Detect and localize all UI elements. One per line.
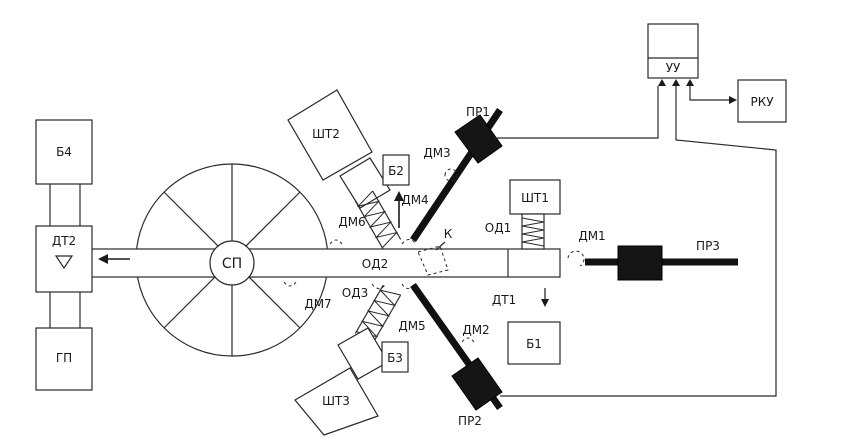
rotary-hub: [209, 240, 255, 286]
dm7-label: ДМ7: [304, 297, 331, 311]
b1-block: [507, 321, 561, 365]
gp-block: [35, 327, 93, 391]
dt2-block: [35, 225, 93, 293]
dm3-label: ДМ3: [423, 146, 450, 160]
dm4-sensor-icon: [401, 239, 417, 245]
b1-label: Б1: [526, 337, 542, 351]
pr3-label: ПР3: [696, 239, 720, 253]
rku-block: [737, 79, 787, 123]
sht3-label: ШТ3: [322, 394, 350, 408]
uu-label: УУ: [666, 61, 681, 75]
dm2-label: ДМ2: [462, 323, 489, 337]
output-arrow: [98, 254, 130, 264]
dt2-triangle-icon: [54, 255, 74, 270]
pr1-label: ПР1: [466, 105, 490, 119]
uu-pins: [658, 79, 694, 86]
dm3-sensor-icon: [444, 168, 458, 182]
dm2-sensor-icon: [461, 337, 475, 343]
main-channel: [89, 248, 561, 278]
sht3-assembly: [294, 284, 402, 436]
b2-label: Б2: [388, 164, 404, 178]
pr3-body: [617, 245, 663, 281]
pr2-label: ПР2: [458, 414, 482, 428]
uu-block: [647, 23, 699, 79]
dm1-label: ДМ1: [578, 229, 605, 243]
wire-pr2-pr3: [500, 86, 777, 397]
b2-arrow-icon: [394, 191, 404, 228]
b3-label: Б3: [387, 351, 403, 365]
wire-pr1: [494, 86, 659, 139]
dt1-arrow-icon: [541, 288, 549, 307]
dm1-sensor-icon: [567, 250, 585, 267]
sht1-spring: [521, 213, 545, 250]
gp-label: ГП: [56, 351, 72, 365]
sht1-block: [509, 179, 561, 215]
od1-label: ОД1: [485, 221, 511, 235]
b2-block: [382, 154, 410, 186]
b3-block: [381, 341, 409, 373]
k-gate-icon: [417, 245, 449, 276]
pr2-assembly: [410, 282, 503, 411]
od3-label: ОД3: [342, 286, 368, 300]
sht2-assembly: [287, 89, 402, 250]
dt2-label: ДТ2: [52, 234, 76, 248]
od2-label: ОД2: [362, 257, 388, 271]
sht1-label: ШТ1: [521, 191, 549, 205]
dt1-label: ДТ1: [492, 293, 516, 307]
od3-sensor-icon: [371, 283, 387, 289]
dm6-label: ДМ6: [338, 215, 365, 229]
dm7-sensor-icon: [283, 281, 297, 287]
dm4-label: ДМ4: [401, 193, 428, 207]
sht2-label: ШТ2: [312, 127, 340, 141]
b4-block: [35, 119, 93, 185]
uu-rku-link: [689, 86, 737, 104]
dm6-sensor-icon: [329, 239, 343, 245]
sp-label: СП: [222, 256, 242, 272]
dm5-label: ДМ5: [398, 319, 425, 333]
rku-label: РКУ: [750, 95, 774, 109]
b4-label: Б4: [56, 145, 72, 159]
k-label: К: [444, 227, 453, 241]
